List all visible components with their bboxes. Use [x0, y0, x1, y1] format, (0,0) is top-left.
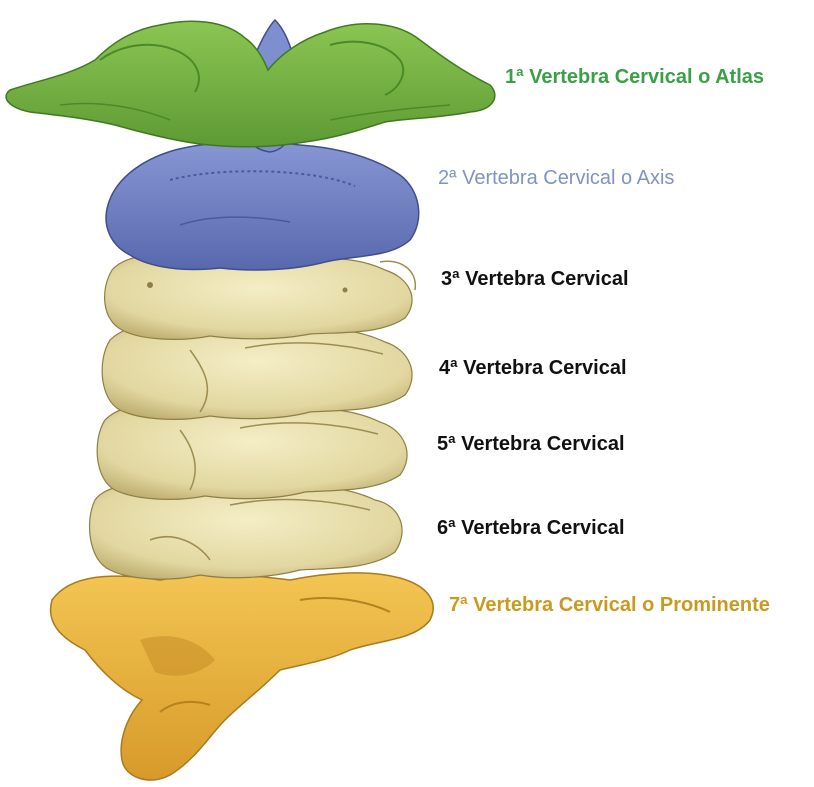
- vertebra-c1-atlas: [5, 20, 496, 148]
- label-c5: 5ª Vertebra Cervical: [437, 433, 625, 455]
- label-c2-axis: 2ª Vertebra Cervical o Axis: [438, 167, 675, 189]
- label-c6: 6ª Vertebra Cervical: [437, 517, 625, 539]
- vertebra-c7-prominens: [49, 572, 434, 781]
- label-c7-prominens: 7ª Vertebra Cervical o Prominente: [449, 594, 770, 616]
- label-c4: 4ª Vertebra Cervical: [439, 357, 627, 379]
- vertebra-c6: [89, 480, 403, 580]
- label-c1-atlas: 1ª Vertebra Cervical o Atlas: [505, 66, 765, 88]
- label-c3: 3ª Vertebra Cervical: [441, 268, 629, 290]
